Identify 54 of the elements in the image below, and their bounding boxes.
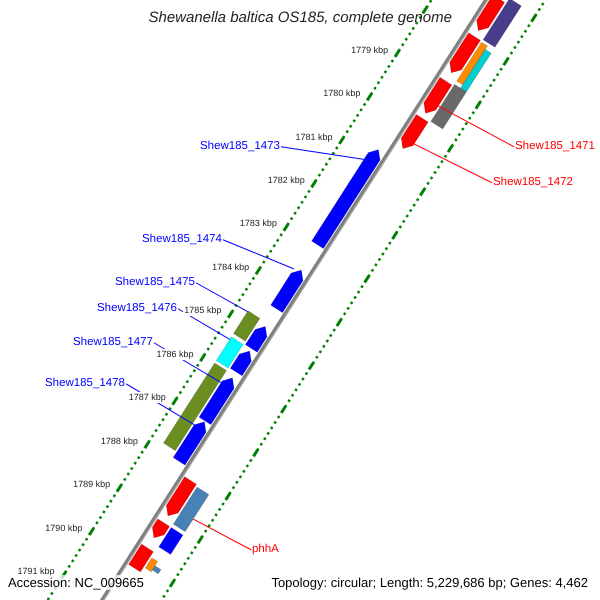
scale-label: 1785 kbp [183, 305, 222, 316]
gene-label: Shew185_1471 [515, 141, 595, 152]
leader-line [192, 518, 252, 550]
title: Shewanella baltica OS185, complete genome [148, 10, 452, 25]
gene-feature [311, 149, 380, 249]
gene-label: Shew185_1476 [97, 303, 177, 314]
gene-label: Shew185_1473 [200, 141, 280, 152]
gene-feature [158, 527, 184, 555]
leader-line [438, 106, 514, 148]
scale-label: 1779 kbp [350, 44, 390, 56]
gene-feature [233, 310, 260, 342]
scale-label: 1788 kbp [100, 436, 139, 447]
leader-line [280, 146, 364, 160]
gene-feature [456, 42, 488, 86]
gene-feature [216, 336, 244, 368]
gene-feature [172, 421, 206, 466]
scale-label: 1786 kbp [156, 348, 195, 360]
gene-feature [460, 48, 492, 92]
leader-line [177, 308, 230, 340]
gene-feature [128, 544, 154, 572]
gene-feature [172, 486, 210, 532]
gene-label: Shew185_1475 [115, 277, 195, 288]
gene-label: Shew185_1477 [73, 337, 153, 348]
gene-label: Shew185_1478 [45, 378, 125, 390]
gene-feature [270, 270, 304, 314]
gene-feature [152, 518, 170, 538]
scale-label: 1781 kbp [294, 132, 334, 142]
scale-label: 1787 kbp [128, 392, 167, 404]
gene-feature [230, 350, 252, 376]
gene-feature [430, 84, 467, 130]
gene-feature [144, 557, 158, 572]
scale-label: 1780 kbp [322, 88, 362, 100]
scale-label: 1784 kbp [211, 262, 250, 273]
scale-label: 1790 kbp [44, 522, 84, 534]
gene-feature [424, 77, 452, 114]
gene-feature [476, 0, 506, 32]
gene-feature [449, 32, 481, 74]
gene-feature [166, 476, 197, 516]
gene-label: phhA [252, 544, 279, 556]
gene-feature [152, 565, 162, 574]
leader-line [195, 282, 248, 312]
gene-feature [198, 378, 234, 426]
gene-feature [244, 326, 268, 353]
scale-label: 1783 kbp [238, 218, 278, 230]
accession-text: Accession: NC_009665 [6, 575, 146, 590]
scale-label: 1789 kbp [72, 479, 112, 490]
gene-feature [400, 114, 429, 149]
scale-label: 1782 kbp [266, 174, 306, 186]
gene-label: Shew185_1474 [142, 234, 222, 246]
gene-label: Shew185_1472 [493, 177, 573, 188]
leader-line [414, 143, 492, 184]
genome-stats-text: Topology: circular; Length: 5,229,686 bp; Genes: 4,462 [269, 575, 590, 590]
gene-feature [482, 0, 522, 48]
leader-line [222, 239, 294, 270]
